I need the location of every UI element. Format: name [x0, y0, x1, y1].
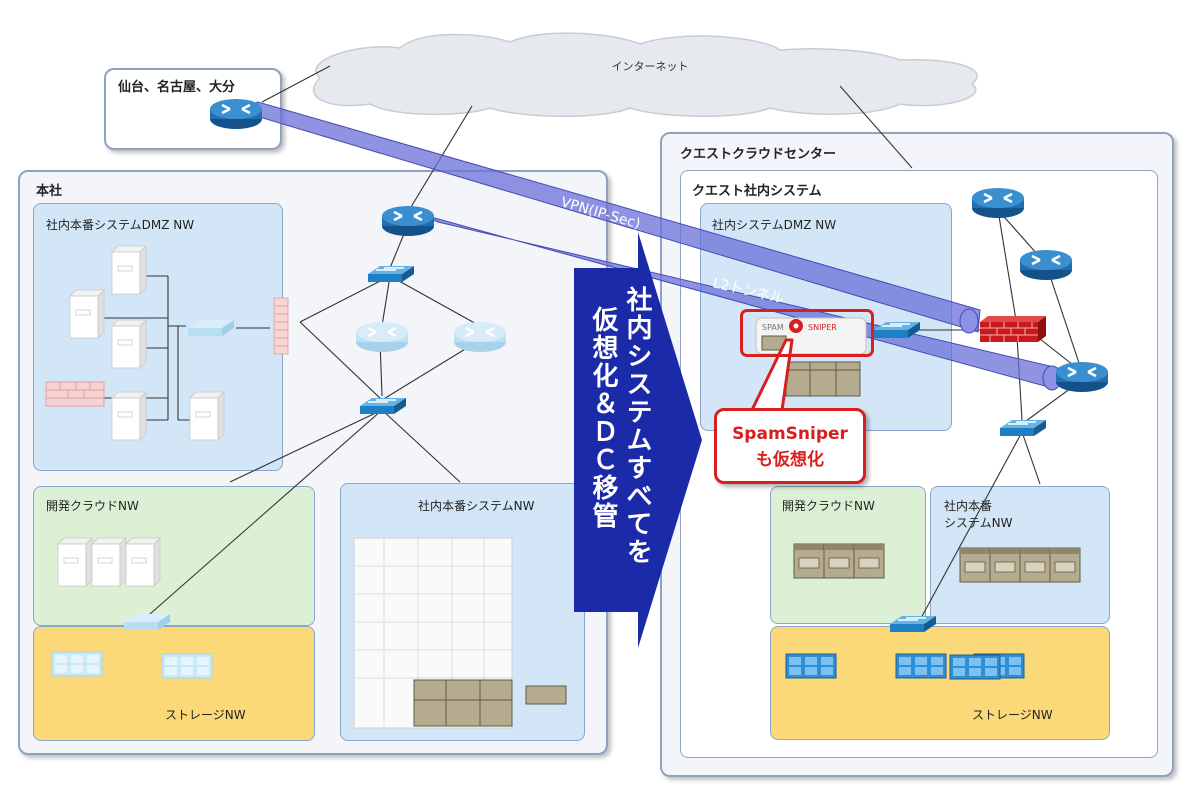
hq-firewall-icon: [273, 297, 289, 355]
server-icon: [69, 289, 105, 339]
server-icon: [91, 537, 127, 587]
dc-dmz-label: 社内システムDMZ NW: [712, 218, 837, 232]
dc-label: クエストクラウドセンター: [680, 147, 837, 162]
hq-dmz-switch-icon: [188, 320, 234, 336]
l2-tunnel: [419, 213, 1062, 391]
dc-dev-servers: [793, 543, 885, 579]
hq-storage-switch-icon: [124, 614, 170, 630]
hq-dmz-servers: [45, 245, 225, 441]
spamsniper-device-right-text: SNIPER: [808, 323, 837, 332]
dc-system-label: クエスト社内システム: [692, 184, 822, 199]
server-icon: [959, 547, 991, 583]
hq-dev-servers: [57, 537, 161, 587]
hq-dmz-pale-firewall-icon: [45, 381, 105, 407]
internet-label: インターネット: [612, 60, 689, 73]
dc-storage-panel: [770, 626, 1110, 740]
hq-dev-panel: [33, 486, 315, 626]
hq-switch-top-icon: [367, 265, 415, 283]
migration-arrow: [574, 232, 702, 648]
hq-prod-rack: [353, 537, 567, 729]
dc-storage-b-icon: [895, 653, 947, 679]
spamsniper-callout: SpamSniper も仮想化: [714, 408, 866, 484]
branch-router-icon: [208, 97, 264, 131]
hq-storage-b-icon: [161, 653, 213, 679]
server-icon: [1019, 547, 1051, 583]
network-links: [100, 65, 1083, 621]
server-icon: [57, 537, 93, 587]
dc-storage-d-icon: [949, 654, 1001, 680]
server-icon: [111, 391, 147, 441]
spamsniper-highlight-frame: [740, 309, 874, 357]
server-icon: [989, 547, 1021, 583]
dc-router-top-icon: [970, 186, 1026, 220]
vpn-tunnel: [234, 101, 981, 334]
server-icon: [111, 319, 147, 369]
spamsniper-logo-center: [793, 323, 799, 329]
spamsniper-callout-line2: も仮想化: [756, 450, 824, 470]
server-icon: [823, 543, 855, 579]
dc-firewall-icon: [979, 315, 1047, 343]
server-icon: [189, 391, 225, 441]
dc-storage-a-icon: [785, 653, 837, 679]
hq-prod-label: 社内本番システムNW: [418, 499, 535, 513]
hq-router-b-icon: [452, 320, 508, 354]
migration-text-line1: 社内システムすべてを: [622, 286, 652, 566]
dc-storage-label: ストレージNW: [972, 708, 1053, 722]
server-icon: [1049, 547, 1081, 583]
server-icon: [111, 245, 147, 295]
hq-core-router-icon: [380, 204, 436, 238]
hq-switch-core-icon: [359, 397, 407, 415]
server-icon: [853, 543, 885, 579]
dc-core-switch-icon: [999, 419, 1047, 437]
hq-dev-label: 開発クラウドNW: [46, 499, 139, 513]
hq-storage-panel: [33, 626, 315, 741]
migration-text-line2: 仮想化＆ＤＣ移管: [588, 306, 618, 530]
server-icon: [793, 543, 825, 579]
hq-router-a-icon: [354, 320, 410, 354]
server-icon: [125, 537, 161, 587]
hq-storage-a-icon: [51, 651, 103, 677]
dc-dev-label: 開発クラウドNW: [782, 499, 875, 513]
dc-prod-servers: [959, 547, 1081, 583]
hq-storage-label: ストレージNW: [165, 708, 246, 722]
hq-dmz-label: 社内本番システムDMZ NW: [46, 218, 195, 232]
hq-label: 本社: [36, 184, 63, 199]
dc-prod-label-2: システムNW: [944, 516, 1013, 530]
internet-cloud-icon: [313, 32, 978, 117]
dc-router-edge-icon: [1054, 360, 1110, 394]
spamsniper-device-left-text: SPAM: [762, 323, 784, 332]
dc-router-mid-icon: [1018, 248, 1074, 282]
dc-storage-switch-icon: [889, 615, 937, 633]
spamsniper-callout-line1: SpamSniper: [732, 424, 848, 444]
branch-office-label: 仙台、名古屋、大分: [118, 80, 236, 95]
